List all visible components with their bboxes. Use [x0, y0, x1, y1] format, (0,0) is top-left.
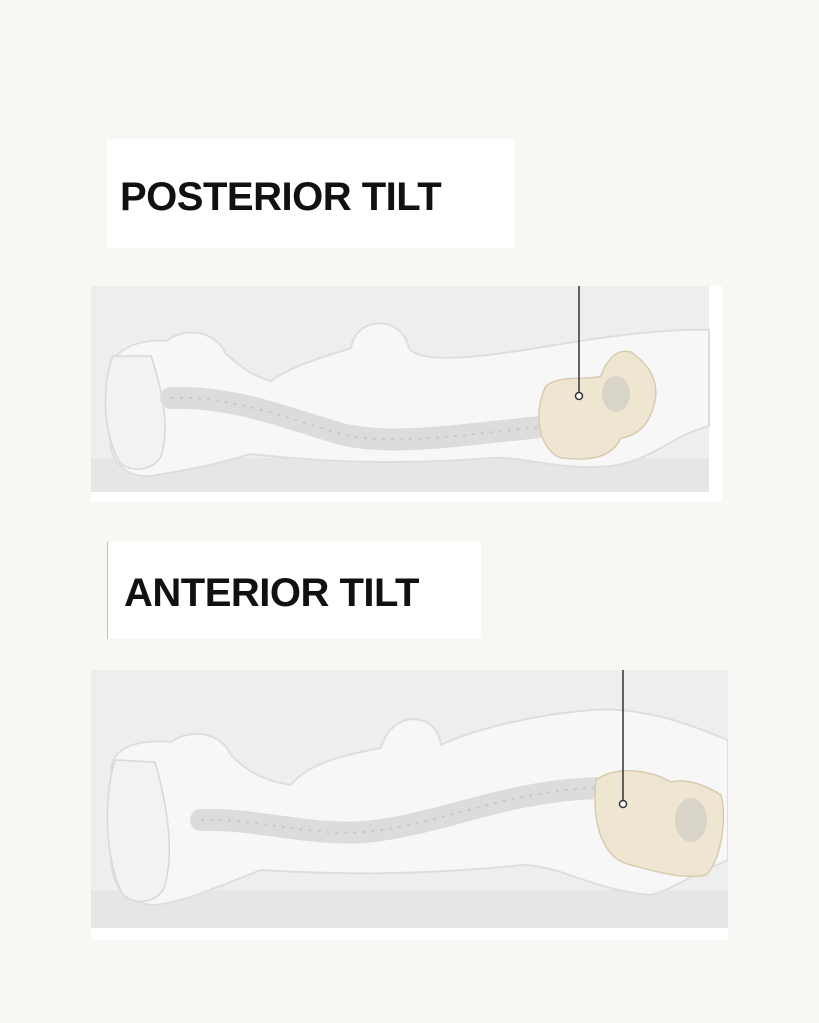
- head-hair: [104, 355, 166, 470]
- posterior-tilt-title: POSTERIOR TILT: [120, 175, 442, 219]
- pelvis: [594, 770, 724, 878]
- anterior-tilt-illustration: [91, 670, 728, 940]
- posterior-tilt-label-box: POSTERIOR TILT: [107, 139, 514, 248]
- vertebrae: [200, 787, 602, 834]
- pointer-dot: [618, 799, 628, 809]
- pelvis: [538, 350, 657, 460]
- head-hair: [106, 759, 171, 903]
- hip-socket: [602, 376, 630, 412]
- anterior-tilt-label-box: ANTERIOR TILT: [107, 542, 481, 639]
- pointer-dot: [574, 391, 584, 401]
- body-silhouette: [110, 708, 728, 907]
- vertebrae: [170, 396, 552, 441]
- hip-socket: [675, 798, 707, 842]
- surface: [91, 890, 728, 928]
- anterior-tilt-title: ANTERIOR TILT: [124, 571, 419, 615]
- posterior-tilt-illustration: [91, 286, 722, 502]
